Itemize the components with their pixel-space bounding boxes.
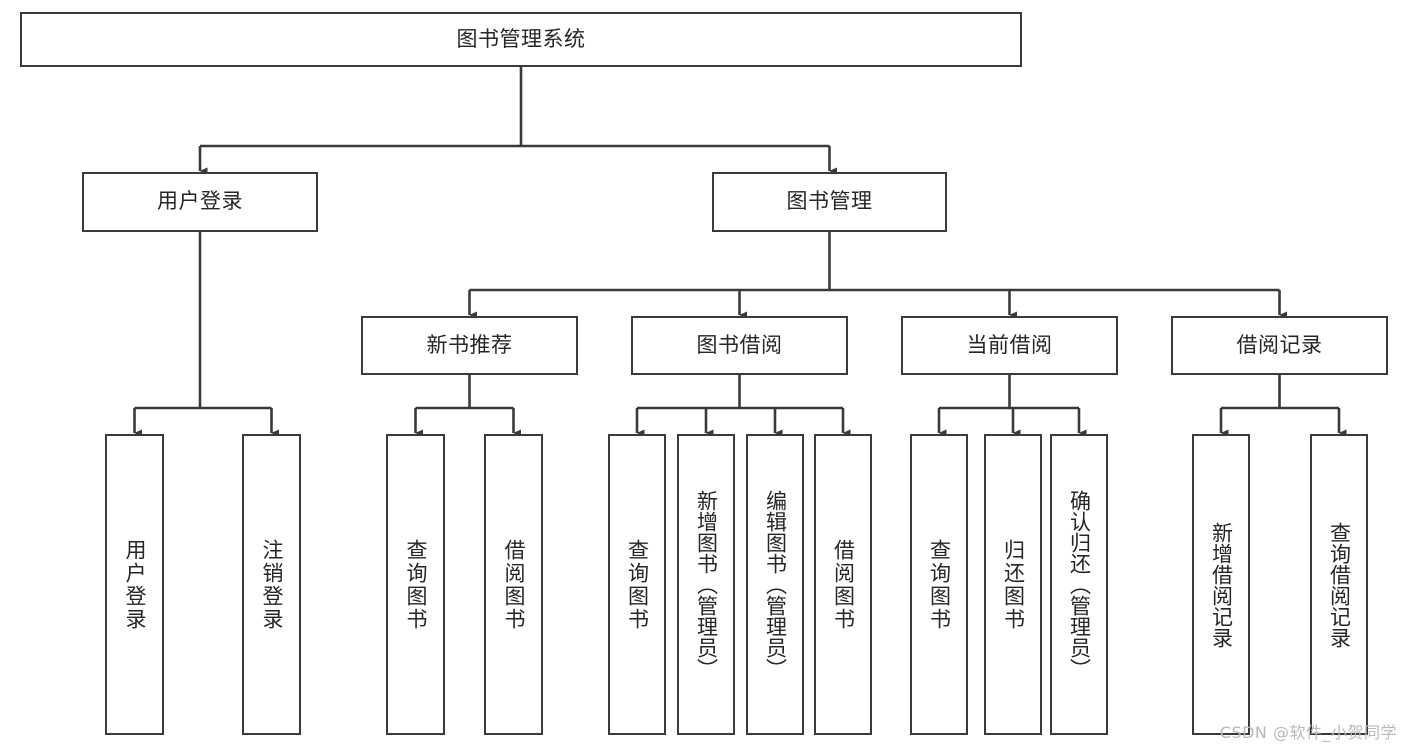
leaf-query-book-recommend-label: 查询图书 <box>404 538 428 631</box>
leaf-add-book-admin-label: 新增图书（管理员） <box>694 490 719 679</box>
leaf-edit-book-admin-label: 编辑图书（管理员） <box>763 490 788 679</box>
node-root[interactable]: 图书管理系统 <box>20 12 1022 67</box>
node-book-borrow-label: 图书借阅 <box>696 332 783 357</box>
leaf-query-book-current[interactable]: 查询图书 <box>910 434 968 735</box>
leaf-borrow-book-recommend[interactable]: 借阅图书 <box>484 434 543 735</box>
leaf-query-borrow-record[interactable]: 查询借阅记录 <box>1310 434 1368 735</box>
leaf-return-book-label: 归还图书 <box>1001 538 1026 631</box>
leaf-query-book[interactable]: 查询图书 <box>608 434 666 735</box>
leaf-confirm-return-admin[interactable]: 确认归还（管理员） <box>1050 434 1108 735</box>
leaf-borrow-book[interactable]: 借阅图书 <box>814 434 872 735</box>
node-book-management-label: 图书管理 <box>786 189 873 214</box>
leaf-add-book-admin[interactable]: 新增图书（管理员） <box>677 434 735 735</box>
leaf-borrow-book-recommend-label: 借阅图书 <box>502 538 526 631</box>
node-current-borrow[interactable]: 当前借阅 <box>901 316 1118 375</box>
node-user-login[interactable]: 用户登录 <box>82 172 318 232</box>
leaf-add-borrow-record-label: 新增借阅记录 <box>1209 521 1234 648</box>
leaf-borrow-book-label: 借阅图书 <box>831 538 856 631</box>
node-book-management[interactable]: 图书管理 <box>712 172 947 232</box>
leaf-query-book-label: 查询图书 <box>625 538 650 631</box>
leaf-add-borrow-record[interactable]: 新增借阅记录 <box>1192 434 1250 735</box>
watermark: CSDN @软件_小贺同学 <box>1219 723 1397 742</box>
leaf-confirm-return-admin-label: 确认归还（管理员） <box>1067 490 1092 679</box>
leaf-query-book-recommend[interactable]: 查询图书 <box>386 434 445 735</box>
node-user-login-label: 用户登录 <box>157 189 243 214</box>
leaf-edit-book-admin[interactable]: 编辑图书（管理员） <box>746 434 804 735</box>
node-current-borrow-label: 当前借阅 <box>966 332 1053 357</box>
leaf-user-login-label: 用户登录 <box>123 538 147 631</box>
leaf-query-book-current-label: 查询图书 <box>927 538 952 631</box>
node-borrow-record[interactable]: 借阅记录 <box>1171 316 1388 375</box>
leaf-user-login[interactable]: 用户登录 <box>105 434 164 735</box>
leaf-user-logout[interactable]: 注销登录 <box>242 434 301 735</box>
leaf-return-book[interactable]: 归还图书 <box>984 434 1042 735</box>
node-new-book-recommend-label: 新书推荐 <box>426 332 513 357</box>
leaf-user-logout-label: 注销登录 <box>260 538 284 631</box>
node-borrow-record-label: 借阅记录 <box>1236 332 1323 357</box>
leaf-query-borrow-record-label: 查询借阅记录 <box>1327 521 1352 648</box>
node-new-book-recommend[interactable]: 新书推荐 <box>361 316 578 375</box>
node-root-label: 图书管理系统 <box>456 26 586 51</box>
node-book-borrow[interactable]: 图书借阅 <box>631 316 848 375</box>
